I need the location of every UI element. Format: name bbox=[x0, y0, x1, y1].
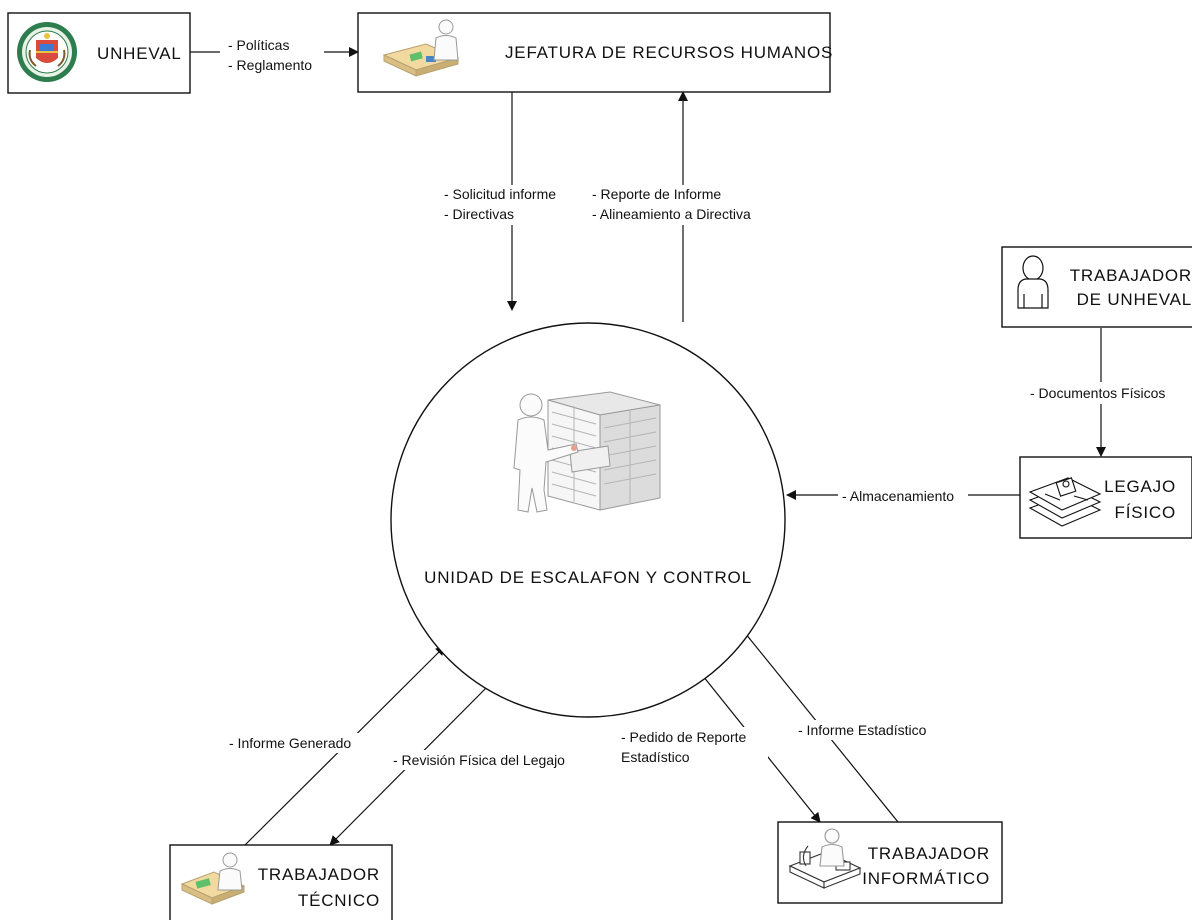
edge-label-alineamiento: - Alineamiento a Directiva bbox=[592, 206, 751, 222]
edge-label-revision-fisica: - Revisión Física del Legajo bbox=[393, 752, 565, 768]
computer-workstation-icon bbox=[788, 828, 862, 889]
edge-label-politicas: - Políticas bbox=[228, 37, 289, 53]
edge-label-reporte-informe: - Reporte de Informe bbox=[592, 186, 721, 202]
edge-label-documentos-fisicos: - Documentos Físicos bbox=[1030, 385, 1165, 401]
tecnico-label-line1: TRABAJADOR bbox=[258, 865, 380, 884]
worker-desk-icon bbox=[180, 852, 246, 905]
trabajador-unheval-label-line2: DE UNHEVAL bbox=[1077, 290, 1192, 309]
legajo-label-line1: LEGAJO bbox=[1104, 477, 1176, 496]
center-process: UNIDAD DE ESCALAFON Y CONTROL bbox=[390, 322, 786, 718]
edge-label-pedido-reporte: - Pedido de Reporte bbox=[621, 729, 747, 745]
person-user-icon bbox=[1017, 255, 1049, 309]
university-seal-icon bbox=[17, 22, 77, 82]
legajo-label-line2: FÍSICO bbox=[1115, 503, 1176, 522]
edge-label-solicitud-informe: - Solicitud informe bbox=[444, 186, 556, 202]
node-jefatura: JEFATURA DE RECURSOS HUMANOS bbox=[357, 12, 833, 93]
document-stack-icon bbox=[1028, 477, 1102, 527]
unheval-label: UNHEVAL bbox=[97, 44, 182, 63]
node-trabajador-tecnico: TRABAJADOR TÉCNICO bbox=[169, 844, 393, 920]
jefatura-label: JEFATURA DE RECURSOS HUMANOS bbox=[505, 43, 833, 62]
informatico-label-line1: TRABAJADOR bbox=[868, 844, 990, 863]
office-worker-desk-icon bbox=[382, 19, 460, 77]
node-trabajador-unheval: TRABAJADOR DE UNHEVAL bbox=[1001, 246, 1192, 328]
edge-label-almacenamiento: - Almacenamiento bbox=[842, 488, 954, 504]
trabajador-unheval-label-line1: TRABAJADOR bbox=[1070, 266, 1192, 285]
person-filing-cabinet-icon bbox=[513, 391, 661, 513]
edge-label-reglamento: - Reglamento bbox=[228, 57, 312, 73]
node-legajo-fisico: LEGAJO FÍSICO bbox=[1019, 456, 1192, 539]
tecnico-label-line2: TÉCNICO bbox=[298, 891, 380, 910]
node-unheval: UNHEVAL bbox=[7, 12, 191, 94]
edge-label-informe-generado: - Informe Generado bbox=[229, 735, 351, 751]
edge-labels: - Políticas - Reglamento - Solicitud inf… bbox=[228, 37, 1165, 768]
center-process-label: UNIDAD DE ESCALAFON Y CONTROL bbox=[424, 568, 752, 587]
edge-label-informe-estadistico: - Informe Estadístico bbox=[798, 722, 927, 738]
node-trabajador-informatico: TRABAJADOR INFORMÁTICO bbox=[777, 821, 1003, 904]
edge-label-directivas: - Directivas bbox=[444, 206, 514, 222]
informatico-label-line2: INFORMÁTICO bbox=[862, 869, 990, 888]
edge-label-estadistico: Estadístico bbox=[621, 749, 690, 765]
